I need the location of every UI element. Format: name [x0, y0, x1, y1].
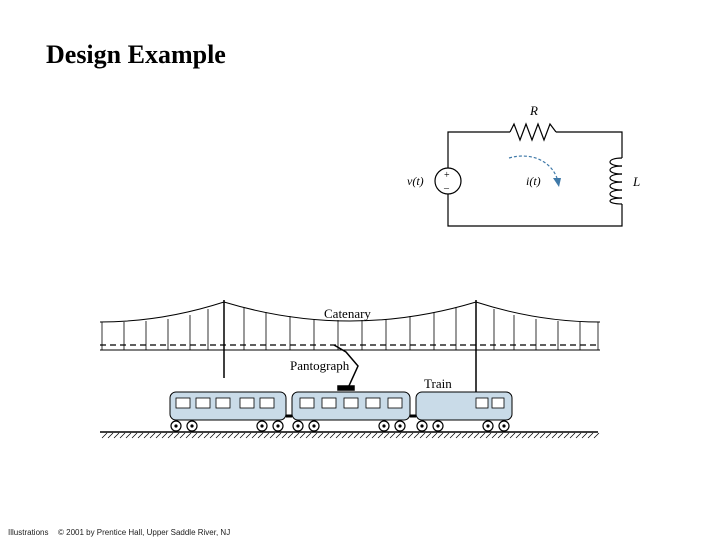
resistor-label: R: [529, 103, 538, 118]
train-label: Train: [424, 376, 452, 391]
plus-sign: +: [444, 170, 450, 181]
catenary-poles: [223, 300, 477, 392]
pantograph: [333, 344, 359, 391]
train-wheels: [170, 420, 510, 432]
car-2-windows: [299, 397, 403, 409]
circuit-wires: [447, 131, 623, 227]
footer-left-text: Illustrations: [8, 528, 49, 537]
inductor-label: L: [632, 174, 640, 189]
pantograph-label: Pantograph: [290, 358, 350, 373]
source-label: v(t): [407, 174, 424, 188]
catenary-label: Catenary: [324, 306, 371, 321]
inductor-symbol: [609, 157, 623, 205]
resistor-symbol: [509, 122, 557, 142]
voltage-source-symbol: [434, 167, 462, 195]
minus-sign: –: [443, 183, 450, 194]
slide-title: Design Example: [46, 40, 226, 69]
train: [169, 391, 513, 432]
ground-hatching: [101, 432, 600, 439]
car-1-windows: [175, 397, 275, 409]
current-arrow: [508, 155, 558, 179]
footer-copyright: © 2001 by Prentice Hall, Upper Saddle Ri…: [58, 528, 231, 537]
current-label: i(t): [526, 174, 541, 188]
car-3-windows: [475, 397, 505, 409]
wheel-hubs: [174, 424, 506, 428]
droppers: [101, 307, 599, 350]
catenary-cable: [99, 301, 601, 323]
current-arrow-head: [553, 178, 561, 187]
